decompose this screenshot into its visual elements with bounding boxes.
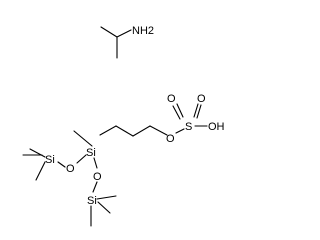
bond-si-left-me3: [35, 161, 46, 181]
bond-o-c1: [149, 125, 168, 136]
atom-o-s-right: O: [197, 93, 206, 105]
structure-drawing: NH2 O O S OH O Si: [22, 25, 225, 227]
bond-o-si-left: [57, 161, 66, 168]
atom-o-s-left: O: [167, 93, 176, 105]
bond-si-left-me1: [29, 148, 46, 158]
isopropylamine: NH2: [100, 25, 154, 59]
bond-c2-n: [116, 29, 132, 38]
atom-oh: OH: [208, 121, 225, 133]
atom-si-bottom: Si: [87, 195, 97, 207]
bond-s-o-left-a: [172, 105, 181, 120]
bond-c3-si: [99, 125, 117, 136]
bond-c1-c2: [100, 26, 118, 38]
chemical-structure-canvas: NH2 O O S OH O Si: [22, 25, 225, 227]
atom-si-center: Si: [86, 147, 96, 159]
bond-s-o-right-a: [193, 103, 199, 118]
bond-si-bottom-me2: [97, 201, 111, 214]
bond-c1-c2: [132, 125, 151, 137]
bond-si-o-left: [76, 154, 87, 164]
bond-c2-c3: [115, 125, 134, 137]
bond-si-bottom-me1: [96, 195, 117, 200]
atom-o-bottom: O: [93, 171, 102, 183]
siloxane-sulfate: O O S OH O Si O Si O Si: [22, 93, 225, 227]
bond-si-o-bottom: [93, 157, 98, 169]
bond-si-methyl: [73, 130, 93, 147]
bond-s-o-left-b: [176, 103, 184, 118]
atom-o-left: O: [66, 163, 75, 175]
amine-label: NH2: [132, 25, 154, 37]
atom-si-top-left: Si: [45, 154, 55, 166]
bond-s-o-right-b: [196, 104, 202, 119]
bond-o-si-bottom: [92, 181, 98, 193]
atom-s: S: [185, 121, 192, 133]
bond-o-s: [175, 128, 185, 134]
atom-o-ester: O: [166, 133, 175, 145]
